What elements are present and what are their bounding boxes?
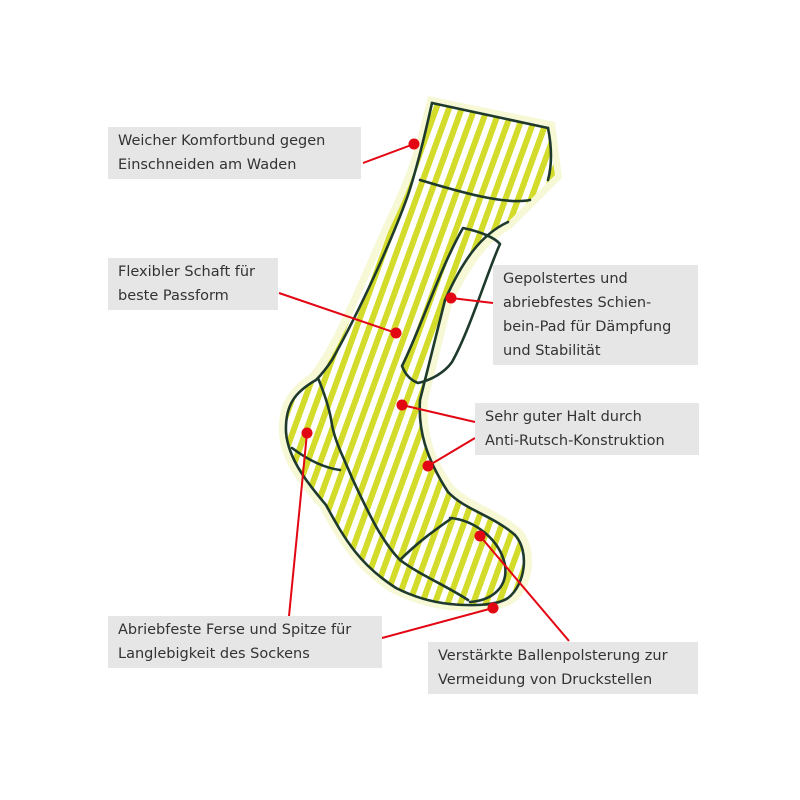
label-heel-toe-line1: Abriebfeste Ferse und Spitze für <box>118 622 352 638</box>
label-shin-line4: und Stabilität <box>503 343 601 359</box>
leader-lines <box>278 143 570 642</box>
leader-heel <box>288 432 308 617</box>
marker-grip-upper <box>396 399 408 411</box>
label-shin: Gepolstertes und abriebfestes Schien- be… <box>493 265 698 365</box>
marker-cuff <box>408 138 420 150</box>
label-shin-line3: bein-Pad für Dämpfung <box>503 319 672 335</box>
label-shaft: Flexibler Schaft für beste Passform <box>108 258 278 310</box>
marker-dots <box>301 138 499 614</box>
marker-shin <box>445 292 457 304</box>
label-cuff-line2: Einschneiden am Waden <box>118 157 297 173</box>
label-grip-line1: Sehr guter Halt durch <box>485 409 642 425</box>
marker-heel <box>301 427 313 439</box>
label-ball: Verstärkte Ballenpolsterung zur Vermeidu… <box>428 642 698 694</box>
label-shaft-line1: Flexibler Schaft für <box>118 264 256 280</box>
label-cuff-line1: Weicher Komfortbund gegen <box>118 133 326 149</box>
marker-ball <box>474 530 486 542</box>
leader-shin <box>450 297 494 304</box>
leader-grip-1 <box>401 404 476 423</box>
leader-grip-2 <box>427 437 476 467</box>
marker-grip-lower <box>422 460 434 472</box>
label-grip-line2: Anti-Rutsch-Konstruktion <box>485 433 665 449</box>
leader-ball <box>479 535 570 642</box>
label-shaft-line2: beste Passform <box>118 288 229 304</box>
leader-shaft <box>278 292 397 334</box>
label-grip: Sehr guter Halt durch Anti-Rutsch-Konstr… <box>475 403 699 455</box>
label-heel-toe: Abriebfeste Ferse und Spitze für Langleb… <box>108 616 382 668</box>
marker-shaft <box>390 327 402 339</box>
label-heel-toe-line2: Langlebigkeit des Sockens <box>118 646 310 662</box>
marker-toe <box>487 602 499 614</box>
sock-outline <box>284 101 553 607</box>
label-ball-line1: Verstärkte Ballenpolsterung zur <box>438 648 668 664</box>
label-ball-line2: Vermeidung von Druckstellen <box>438 672 653 688</box>
label-cuff: Weicher Komfortbund gegen Einschneiden a… <box>108 127 361 179</box>
leader-toe <box>381 607 494 639</box>
leader-cuff <box>362 143 415 164</box>
label-shin-line2: abriebfestes Schien- <box>503 295 652 311</box>
label-shin-line1: Gepolstertes und <box>503 271 628 287</box>
